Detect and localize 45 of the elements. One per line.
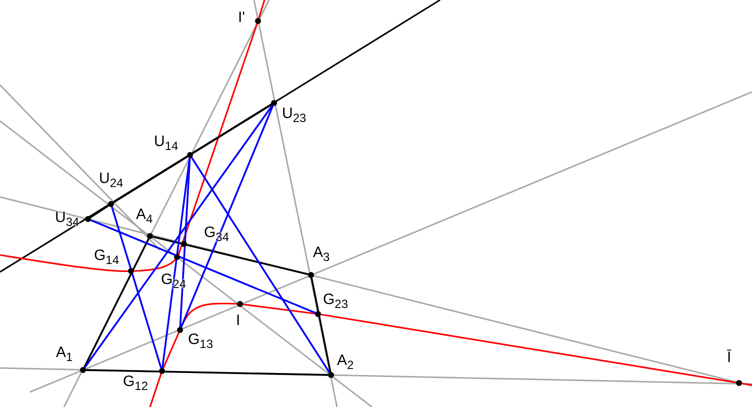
point [237,301,243,307]
point-label: G$_{23}$ [323,291,348,308]
point [159,368,165,374]
point-label: U$_{23}$ [282,105,306,122]
point-label: G$_{13}$ [188,331,214,348]
line-segment [113,156,188,204]
point-label: U$_{34}$ [55,209,80,226]
point [181,241,187,247]
point [271,100,277,106]
line-segment [180,105,274,328]
line-segment [179,158,191,328]
point-label: A$_{1}$ [56,344,73,361]
point [85,216,91,222]
point-label: I [236,312,240,329]
point [177,327,183,333]
point-label: I' [238,9,246,26]
line-segment [152,236,308,276]
point [187,152,193,158]
line-segment [162,158,190,368]
line-segment [190,157,330,373]
point [315,311,321,317]
point [147,233,153,239]
point [308,272,314,278]
line-segment [90,219,316,314]
point-label: U$_{24}$ [99,170,124,187]
line-segment [84,104,273,368]
point-label: A$_{4}$ [136,206,153,223]
line-segment [192,104,272,154]
point [255,18,261,24]
point-label: A$_{3}$ [313,244,330,261]
point-label: G$_{14}$ [94,247,120,264]
line-segment [90,204,109,218]
point-label: A$_{2}$ [337,352,354,369]
line-segment [84,238,150,368]
line-segment [86,369,328,376]
point [108,201,114,207]
line-segment [310,278,332,372]
point-label: G$_{12}$ [123,373,148,390]
point [736,380,742,386]
line-segment [111,206,162,368]
point [328,372,334,378]
point-label: Ī [727,349,732,366]
point-label: U$_{14}$ [154,133,178,150]
point [128,268,134,274]
point [80,367,86,373]
